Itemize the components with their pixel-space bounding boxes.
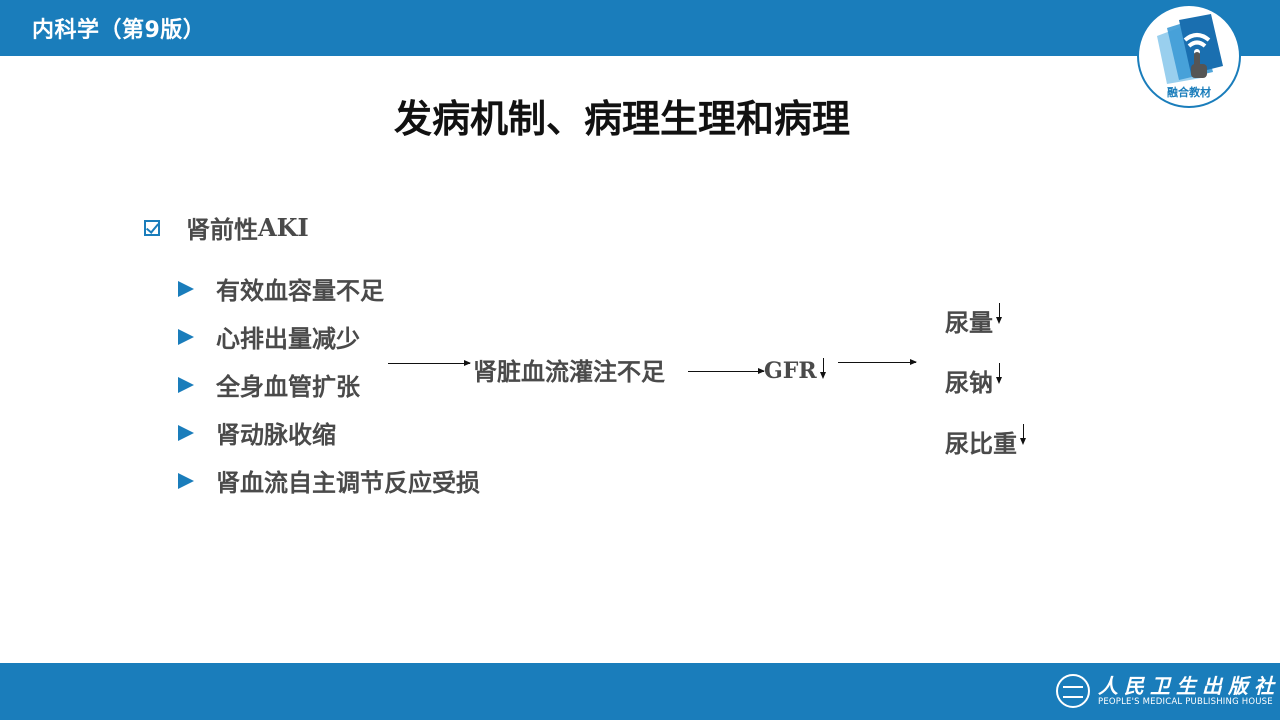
heading-suffix: AKI <box>258 213 309 242</box>
cause-item: 肾动脉收缩 <box>178 415 336 450</box>
down-arrow-icon <box>996 303 1004 327</box>
flow-arrow-3 <box>838 359 917 365</box>
bullet-arrow-icon <box>178 280 194 297</box>
checkbox-checked-icon <box>144 219 160 236</box>
cause-label: 心排出量减少 <box>216 325 360 353</box>
publisher-logo: 人民卫生出版社 PEOPLE'S MEDICAL PUBLISHING HOUS… <box>1056 674 1280 708</box>
flow-arrow-1 <box>388 360 471 366</box>
publisher-name-cn: 人民卫生出版社 <box>1098 673 1280 698</box>
svg-text:融合教材: 融合教材 <box>1167 85 1211 99</box>
cause-item: 心排出量减少 <box>178 319 360 354</box>
gfr-label: GFR <box>764 358 817 384</box>
course-title: 内科学（第9版） <box>32 18 206 43</box>
flow-step-gfr: GFR <box>764 358 828 384</box>
cause-label: 有效血容量不足 <box>216 277 384 305</box>
wifi-touch-book-icon: 融合教材 <box>1157 14 1223 99</box>
down-arrow-icon <box>819 358 828 382</box>
result-label: 尿比重 <box>945 430 1017 458</box>
bullet-arrow-icon <box>178 472 194 489</box>
bullet-arrow-icon <box>178 328 194 345</box>
bullet-arrow-icon <box>178 376 194 393</box>
result-item: 尿钠 <box>945 363 1004 398</box>
header-bar: 内科学（第9版） <box>0 0 1280 56</box>
down-arrow-icon <box>1020 424 1028 452</box>
down-arrow-icon <box>996 363 1004 387</box>
heading-prefix: 肾前性 <box>186 216 258 244</box>
result-label: 尿钠 <box>945 369 993 397</box>
flow-step-renal-hypoperfusion: 肾脏血流灌注不足 <box>473 358 665 386</box>
cause-item: 肾血流自主调节反应受损 <box>178 463 480 498</box>
flow-arrow-2 <box>688 368 765 374</box>
cause-label: 肾血流自主调节反应受损 <box>216 469 480 497</box>
result-item: 尿比重 <box>945 424 1028 459</box>
bullet-arrow-icon <box>178 424 194 441</box>
cause-item: 全身血管扩张 <box>178 367 360 402</box>
cause-label: 全身血管扩张 <box>216 373 360 401</box>
cause-label: 肾动脉收缩 <box>216 421 336 449</box>
publisher-emblem-icon <box>1056 674 1090 708</box>
result-label: 尿量 <box>945 309 993 337</box>
cause-item: 有效血容量不足 <box>178 271 384 306</box>
fusion-textbook-badge: 融合教材 <box>1137 4 1241 108</box>
result-item: 尿量 <box>945 303 1004 338</box>
publisher-name-en: PEOPLE'S MEDICAL PUBLISHING HOUSE <box>1098 696 1273 707</box>
slide-title: 发病机制、病理生理和病理 <box>393 97 850 141</box>
